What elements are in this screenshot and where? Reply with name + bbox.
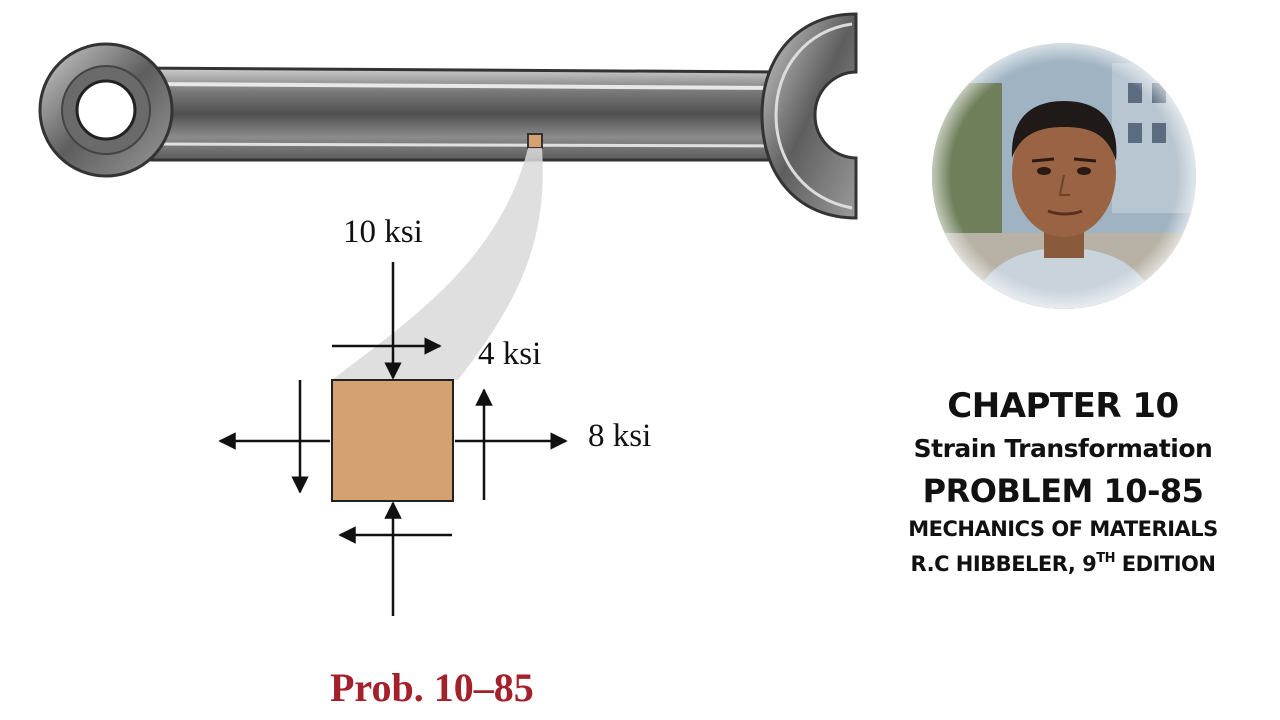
stress-element: [331, 379, 454, 502]
book-title: MECHANICS OF MATERIALS: [908, 517, 1218, 541]
author-prefix: R.C HIBBELER, 9: [910, 552, 1097, 576]
wrench: [38, 12, 858, 220]
title-block: CHAPTER 10 Strain Transformation PROBLEM…: [880, 382, 1246, 579]
problem-title: PROBLEM 10-85: [922, 472, 1204, 510]
author-suffix: EDITION: [1114, 552, 1216, 576]
element-marker: [527, 133, 543, 149]
stress-arrows: [218, 262, 568, 616]
problem-caption: Prob. 10–85: [330, 665, 534, 710]
author-edition: R.C HIBBELER, 9TH EDITION: [880, 544, 1246, 579]
chapter-title: CHAPTER 10: [947, 386, 1179, 426]
portrait-photo-icon: [932, 43, 1196, 309]
edition-superscript: TH: [1096, 551, 1115, 566]
presenter-portrait: [932, 43, 1196, 309]
sigma-y-label: 10 ksi: [343, 214, 423, 250]
sigma-x-label: 8 ksi: [588, 418, 652, 454]
shear-stress-label: 4 ksi: [478, 336, 542, 372]
callout-beam: [332, 148, 543, 380]
topic-title: Strain Transformation: [913, 434, 1213, 463]
